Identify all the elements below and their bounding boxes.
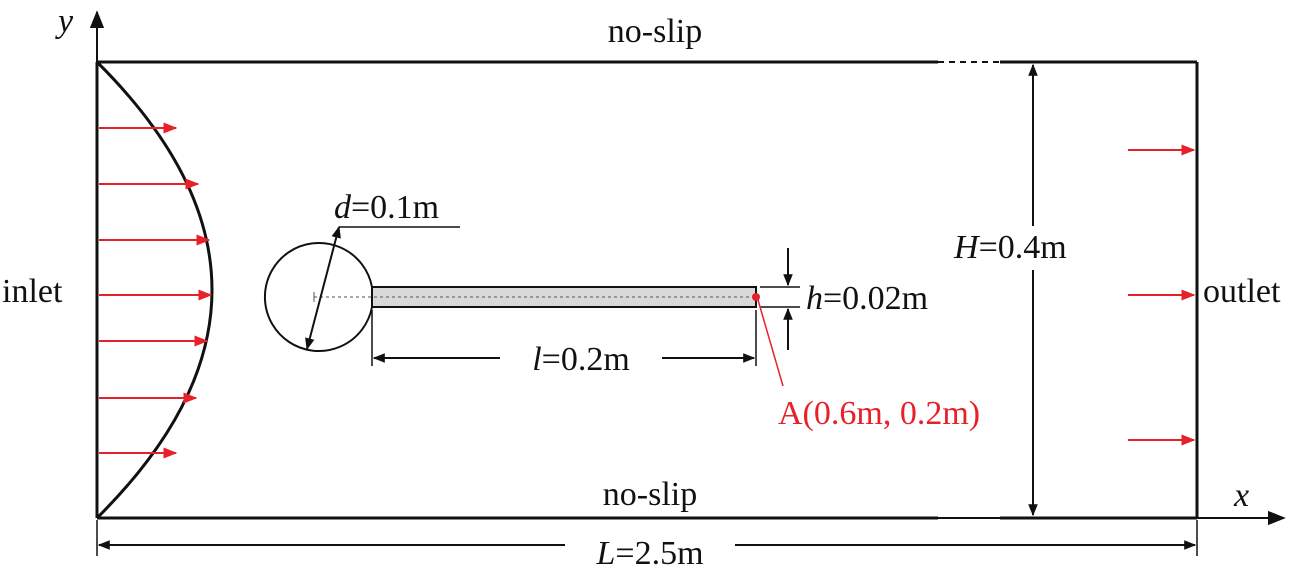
- diameter-label: d=0.1m: [334, 189, 439, 226]
- axis-y-label: y: [55, 3, 74, 40]
- height-symbol: H: [953, 229, 981, 266]
- point-a-marker: [752, 293, 760, 301]
- inlet-velocity-arrows: [99, 122, 213, 459]
- diameter-value: =0.1m: [351, 189, 439, 226]
- channel-length-label: L=2.5m: [595, 535, 703, 572]
- height-label: H=0.4m: [953, 229, 1067, 266]
- cylinder: [264, 242, 373, 352]
- channel-length-symbol: L: [595, 535, 615, 572]
- point-a-leader: [757, 299, 784, 387]
- inlet-velocity-profile: [95, 60, 214, 520]
- channel-length-value: =2.5m: [615, 535, 703, 572]
- bottom-wall-label: no-slip: [603, 476, 697, 513]
- point-a-label: A(0.6m, 0.2m): [778, 395, 980, 432]
- outlet-label: outlet: [1203, 273, 1281, 310]
- thickness-label: h=0.02m: [806, 280, 928, 317]
- height-label-bg: [952, 226, 1102, 270]
- diameter-dimension: [305, 225, 341, 351]
- channel-walls: [95, 60, 1199, 520]
- top-wall-label: no-slip: [608, 13, 702, 50]
- thickness-symbol: h: [806, 280, 823, 317]
- inlet-label: inlet: [2, 273, 63, 310]
- outlet-flow-arrows: [1128, 144, 1196, 446]
- axis-x-label: x: [1233, 477, 1249, 514]
- diameter-symbol: d: [334, 189, 352, 226]
- length-value: =0.2m: [542, 341, 630, 378]
- length-label: l=0.2m: [532, 341, 630, 378]
- thickness-value: =0.02m: [823, 280, 928, 317]
- length-symbol: l: [532, 341, 541, 378]
- height-value: =0.4m: [979, 229, 1067, 266]
